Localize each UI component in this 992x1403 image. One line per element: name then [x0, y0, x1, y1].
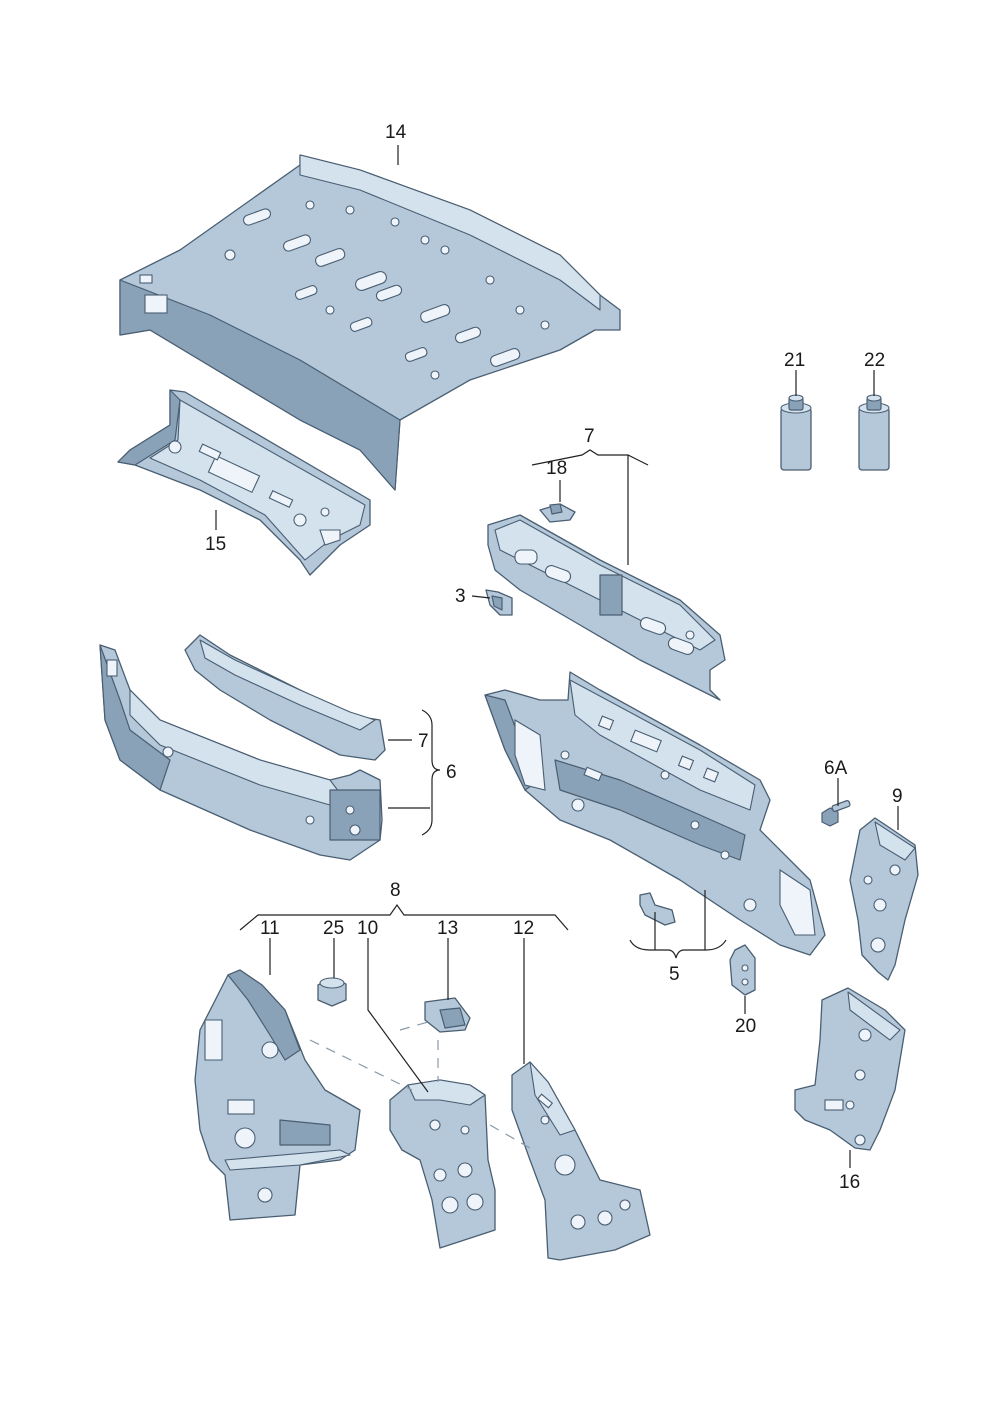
- part-6A-bolt: [821, 800, 851, 827]
- label-6A: 6A: [824, 758, 848, 779]
- part-5-clip: [639, 892, 676, 926]
- part-7-upper-panel: [487, 514, 726, 701]
- part-rear-wall-panel: [484, 671, 826, 956]
- label-14: 14: [385, 122, 407, 143]
- part-6-rear-panel: [99, 644, 383, 861]
- label-3: 3: [455, 586, 466, 607]
- label-18: 18: [546, 458, 567, 479]
- label-5: 5: [669, 964, 680, 985]
- assembly-dashed-lines: [309, 1021, 531, 1149]
- label-6: 6: [446, 762, 457, 783]
- label-12: 12: [513, 918, 534, 939]
- label-10: 10: [357, 918, 378, 939]
- label-21: 21: [784, 350, 805, 371]
- part-25-plug: [317, 977, 347, 1007]
- part-18-bracket: [539, 503, 576, 523]
- label-25: 25: [323, 918, 344, 939]
- part-9-side-bracket: [849, 817, 919, 981]
- part-21-can: [780, 394, 812, 471]
- label-22: 22: [864, 350, 885, 371]
- part-15-cross-member: [117, 389, 371, 576]
- callout-labels: 14 15 21 22 7 18 3 7 6 6A 9 8 11 25 10 1…: [205, 122, 903, 1193]
- part-16-lower-bracket: [794, 987, 906, 1151]
- part-3-bracket: [485, 589, 513, 616]
- part-12-pillar: [511, 1061, 651, 1261]
- part-13-bracket: [424, 997, 471, 1033]
- label-15: 15: [205, 534, 226, 555]
- label-16: 16: [839, 1172, 860, 1193]
- part-10-arch-reinforcement: [389, 1079, 496, 1249]
- label-13: 13: [437, 918, 458, 939]
- part-14-rear-floor: [119, 154, 621, 491]
- leader-lines: [215, 145, 899, 1168]
- label-9: 9: [892, 786, 903, 807]
- part-20-bracket: [729, 944, 756, 996]
- part-11-wheel-housing: [194, 969, 361, 1221]
- label-7-top: 7: [584, 426, 595, 447]
- part-7-reinforcement: [184, 634, 386, 761]
- label-11: 11: [260, 918, 280, 939]
- label-8: 8: [390, 880, 401, 901]
- part-22-can: [858, 394, 890, 471]
- label-20: 20: [735, 1016, 756, 1037]
- label-7-mid: 7: [418, 731, 429, 752]
